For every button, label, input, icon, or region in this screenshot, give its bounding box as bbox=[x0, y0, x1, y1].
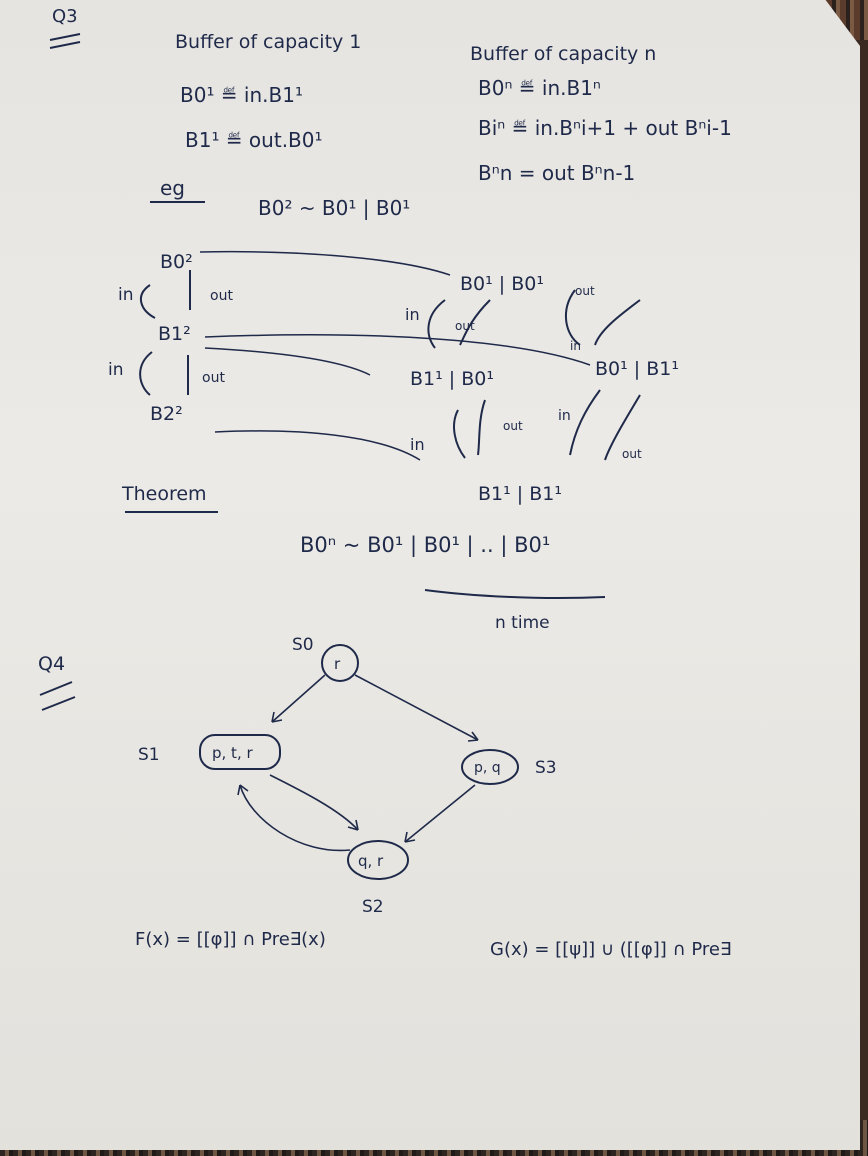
q3-label: Q3 bbox=[52, 6, 78, 27]
state-s2-value: q, r bbox=[358, 852, 384, 870]
lts-left-out-1: out bbox=[210, 288, 233, 304]
left-def-1: B0¹ ≝ in.B1¹ bbox=[180, 83, 303, 107]
lts-right-out-c: out bbox=[503, 419, 523, 433]
lts-left-bot: B2² bbox=[150, 403, 183, 425]
lts-right-in-a: in bbox=[405, 305, 420, 324]
theorem-label: Theorem bbox=[121, 483, 207, 505]
state-s3-node bbox=[461, 749, 519, 785]
right-def-2: Biⁿ ≝ in.Bⁿi+1 + out Bⁿi-1 bbox=[478, 116, 732, 140]
lts-left-top: B0² bbox=[160, 251, 193, 273]
lts-left-in-2: in bbox=[108, 360, 124, 380]
theorem-equation: B0ⁿ ~ B0¹ | B0¹ | .. | B0¹ bbox=[300, 533, 550, 558]
formula-f: F(x) = [[φ]] ∩ Pre∃(x) bbox=[135, 929, 326, 950]
right-def-3: Bⁿn = out Bⁿn-1 bbox=[478, 161, 635, 185]
lts-right-in-d: in bbox=[558, 408, 571, 424]
state-s0-value: r bbox=[334, 655, 341, 673]
state-s1-label: S1 bbox=[138, 745, 160, 765]
right-def-1: B0ⁿ ≝ in.B1ⁿ bbox=[478, 76, 601, 100]
lts-right-right-mid: B0¹ | B1¹ bbox=[595, 358, 679, 380]
lts-right-out-d: out bbox=[622, 447, 642, 461]
lts-right-left-mid: B1¹ | B0¹ bbox=[410, 368, 494, 390]
lts-right-bot: B1¹ | B1¹ bbox=[478, 483, 562, 505]
left-def-2: B1¹ ≝ out.B0¹ bbox=[185, 128, 323, 152]
lts-left-out-2: out bbox=[202, 370, 225, 386]
lts-left-in-1: in bbox=[118, 285, 134, 305]
lts-right-top: B0¹ | B0¹ bbox=[460, 273, 544, 295]
theorem-note: n time bbox=[495, 613, 550, 633]
lts-right-in-c: in bbox=[410, 435, 425, 454]
state-s3-label: S3 bbox=[535, 758, 557, 778]
lts-right-in-b: in bbox=[570, 339, 581, 353]
eg-equation: B0² ~ B0¹ | B0¹ bbox=[258, 196, 410, 220]
state-s0-node bbox=[321, 644, 359, 682]
state-s2-node bbox=[347, 840, 409, 880]
left-header: Buffer of capacity 1 bbox=[175, 31, 361, 53]
right-header: Buffer of capacity n bbox=[470, 43, 656, 65]
formula-g: G(x) = [[ψ]] ∪ ([[φ]] ∩ Pre∃ bbox=[490, 939, 731, 960]
state-s1-value: p, t, r bbox=[212, 744, 253, 762]
state-s1-node bbox=[199, 734, 281, 770]
q4-label: Q4 bbox=[38, 653, 65, 675]
state-s2-label: S2 bbox=[362, 897, 384, 917]
state-s0-label: S0 bbox=[292, 635, 314, 655]
lts-right-out-a: out bbox=[455, 319, 475, 333]
lts-left-mid: B1² bbox=[158, 323, 191, 345]
state-s3-value: p, q bbox=[474, 760, 501, 776]
eg-label: eg bbox=[160, 176, 185, 200]
lts-right-out-b: out bbox=[575, 284, 595, 298]
